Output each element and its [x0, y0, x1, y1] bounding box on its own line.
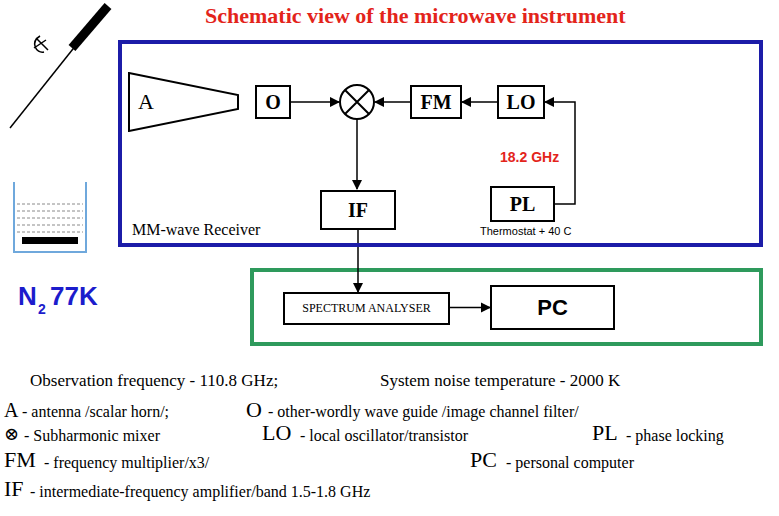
probe-handle [34, 36, 48, 52]
liquid-nitrogen [17, 204, 83, 232]
key-text: - personal computer [506, 454, 634, 472]
key-text: - other-wordly wave guide /image channel… [268, 403, 579, 421]
box-label: LO [507, 91, 536, 114]
signal-arrow [462, 101, 497, 103]
coolant-label: N [18, 282, 37, 311]
coolant-subscript: 2 [38, 302, 46, 317]
key-text: - intermediate-frequency amplifier/band … [30, 483, 370, 501]
filter-box: O [255, 85, 291, 119]
signal-wire [291, 101, 339, 103]
box-label: PL [510, 193, 536, 216]
multiplier-box: FM [410, 85, 462, 119]
key-symbol: IF [4, 477, 24, 501]
box-label: FM [420, 91, 451, 114]
frequency-note: 18.2 GHz [500, 150, 559, 165]
signal-arrow [450, 307, 490, 309]
computer-box: PC [490, 285, 615, 330]
key-text: - phase locking [626, 427, 724, 445]
mixer-symbol [340, 85, 374, 119]
title: Schematic view of the microwave instrume… [205, 4, 626, 28]
oscillator-box: LO [497, 85, 545, 119]
box-label: SPECTRUM ANALYSER [302, 301, 431, 316]
dewar-vessel [14, 182, 86, 252]
signal-arrow [357, 230, 359, 292]
box-label: IF [348, 199, 368, 222]
key-symbol: LO [262, 421, 291, 445]
key-text: - antenna /scalar horn/; [22, 403, 169, 421]
if-wire [356, 119, 358, 189]
if-amplifier-box: IF [320, 190, 396, 230]
thermostat-note: Thermostat + 40 C [480, 225, 571, 237]
box-label: O [265, 91, 281, 114]
lo-wire [375, 101, 410, 103]
absorber-load [22, 237, 78, 244]
group-title: MM-wave Receiver [132, 221, 260, 239]
spec-note: Observation frequency - 110.8 GHz; [30, 372, 278, 391]
antenna-horn: A [128, 72, 240, 132]
mixer-cross [345, 90, 369, 114]
key-symbol: PL [592, 421, 618, 445]
receiver-box: MM-wave Receiver A O FM LO IF PL [118, 40, 763, 247]
key-symbol: O [246, 398, 262, 422]
phase-lock-box: PL [490, 186, 555, 222]
backend-frame [252, 270, 761, 344]
key-text: - local oscillator/transistor [300, 427, 468, 445]
absorber-plate [72, 6, 108, 48]
key-text: - Subharmonic mixer [24, 427, 160, 445]
spec-note: System noise temperature - 2000 K [380, 372, 620, 391]
box-label: PC [537, 295, 568, 321]
key-symbol: PC [470, 448, 497, 472]
key-symbol: A [4, 399, 18, 421]
box-label: A [138, 89, 154, 115]
key-symbol: ⊗ [4, 424, 19, 444]
coolant-temperature: 77K [50, 282, 98, 311]
key-text: - frequency multiplier/x3/ [44, 454, 209, 472]
analyser-box: SPECTRUM ANALYSER [283, 292, 450, 325]
key-symbol: FM [4, 448, 36, 472]
